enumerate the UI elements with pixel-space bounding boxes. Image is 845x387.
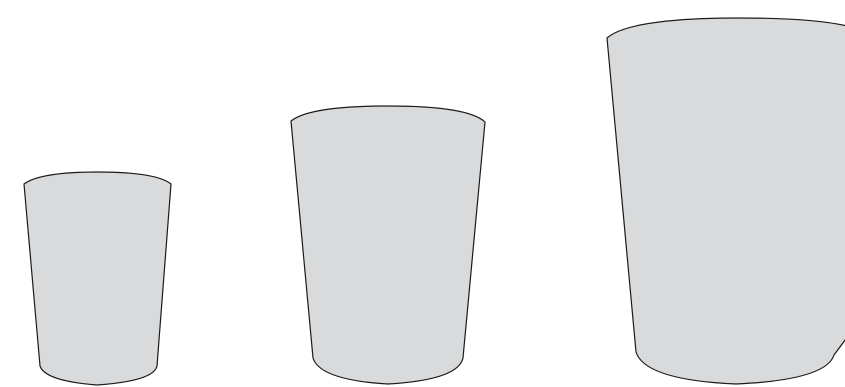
- cup-small: [24, 172, 171, 385]
- cup-large: [607, 18, 845, 384]
- cup-medium-outline: [291, 106, 485, 384]
- cup-small-outline: [24, 172, 171, 385]
- cup-large-outline: [607, 18, 845, 384]
- cup-medium: [291, 106, 485, 384]
